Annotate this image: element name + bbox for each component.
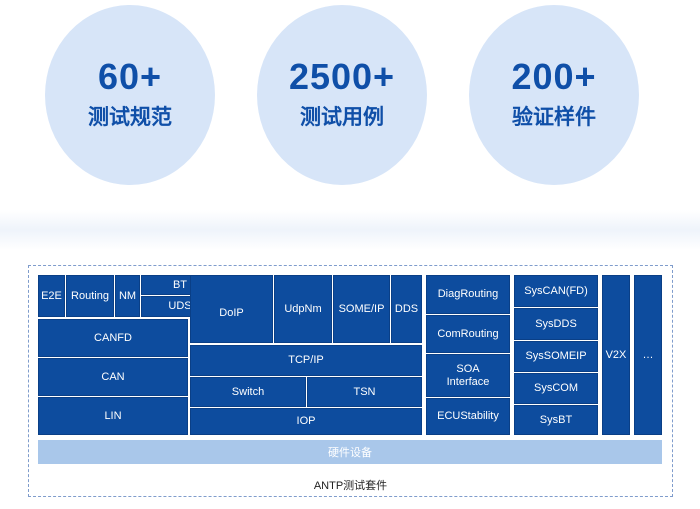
block-routing: Routing <box>66 275 114 317</box>
block-syssomeip: SysSOMEIP <box>514 341 598 372</box>
block-someip: SOME/IP <box>333 275 390 343</box>
stat-circle-specs: 60+ 测试规范 <box>45 5 215 185</box>
block-dds: DDS <box>391 275 422 343</box>
block-iop: IOP <box>190 408 422 435</box>
block-v2x: V2X <box>602 275 630 435</box>
block-canfd: CANFD <box>38 319 188 357</box>
block-more: … <box>634 275 662 435</box>
block-ecustability: ECUStability <box>426 398 510 435</box>
stat-value: 2500+ <box>288 56 396 97</box>
stat-value: 60+ <box>97 56 163 97</box>
block-tcpip: TCP/IP <box>190 345 422 376</box>
block-sysbt: SysBT <box>514 405 598 435</box>
block-switch: Switch <box>190 377 306 407</box>
block-comrouting: ComRouting <box>426 315 510 353</box>
block-syscanfd: SysCAN(FD) <box>514 275 598 307</box>
block-e2e: E2E <box>38 275 65 317</box>
decorative-haze <box>0 210 700 250</box>
block-lin: LIN <box>38 397 188 435</box>
stat-label: 测试规范 <box>88 106 172 129</box>
block-tsn: TSN <box>307 377 422 407</box>
block-nm: NM <box>115 275 140 317</box>
suite-caption: ANTP测试套件 <box>313 480 388 492</box>
stat-circle-cases: 2500+ 测试用例 <box>257 5 427 185</box>
block-syscom: SysCOM <box>514 373 598 404</box>
block-sysdds: SysDDS <box>514 308 598 340</box>
stat-label: 验证样件 <box>512 106 596 129</box>
block-soa-interface: SOA Interface <box>426 354 510 397</box>
block-can: CAN <box>38 358 188 396</box>
block-udpnm: UdpNm <box>274 275 332 343</box>
stat-circle-samples: 200+ 验证样件 <box>469 5 639 185</box>
block-diagrouting: DiagRouting <box>426 275 510 314</box>
block-doip: DoIP <box>190 275 273 343</box>
stat-label: 测试用例 <box>300 106 384 129</box>
stat-value: 200+ <box>511 56 597 97</box>
hardware-bar: 硬件设备 <box>38 440 662 464</box>
